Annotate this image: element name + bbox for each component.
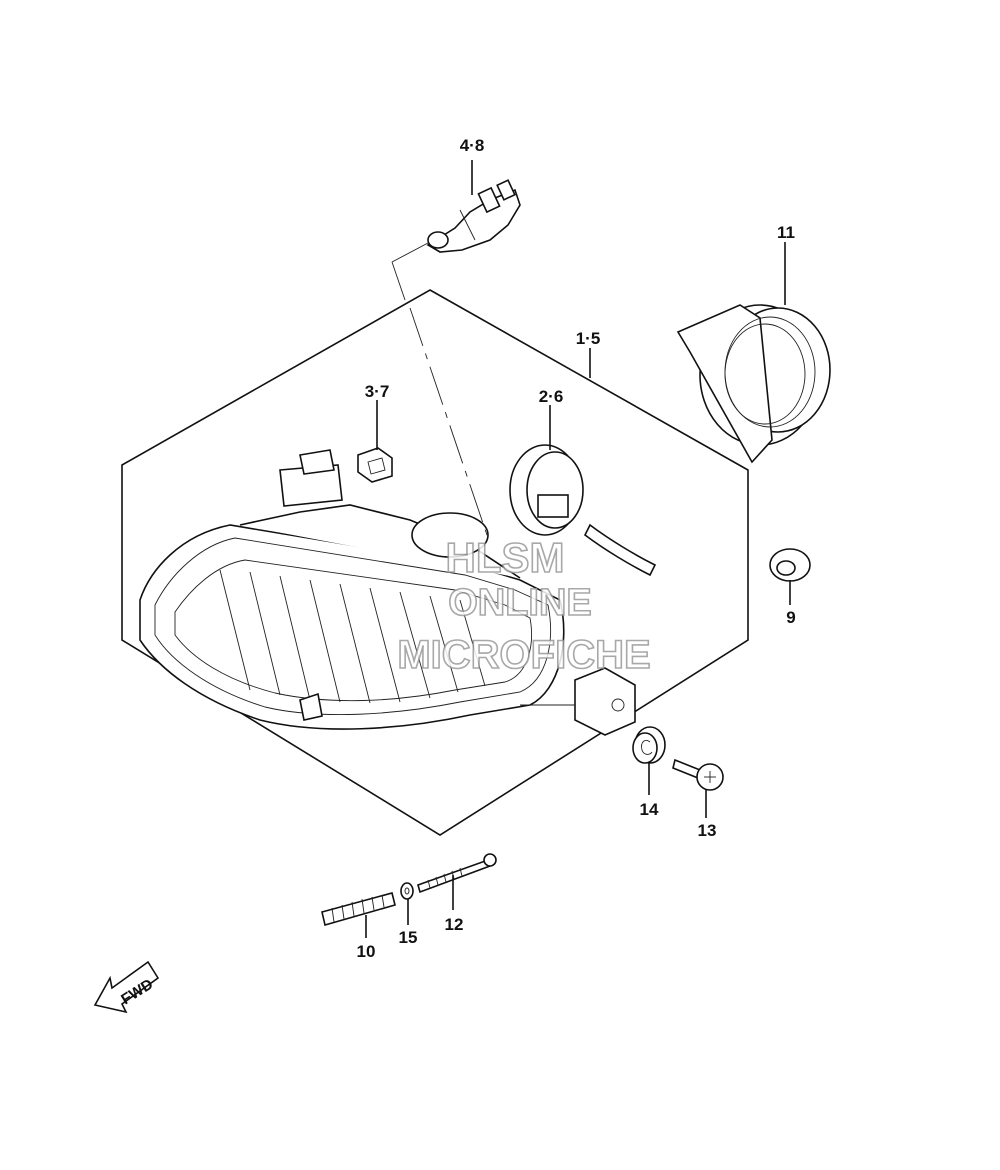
label-screw-13: 13 (698, 821, 717, 840)
spring[interactable] (321, 892, 396, 927)
label-screw-12: 12 (445, 915, 464, 934)
screw-12[interactable] (417, 853, 497, 894)
label-cover: 11 (777, 223, 795, 242)
label-socket: 2·6 (539, 387, 564, 406)
fwd-arrow: FWD (93, 960, 160, 1014)
grommet[interactable] (769, 548, 811, 582)
label-housing: 1·5 (576, 329, 601, 348)
label-clip: 3·7 (365, 382, 390, 401)
watermark: HLSM ONLINE MICROFICHE (397, 533, 652, 678)
washer[interactable] (400, 882, 414, 900)
clip[interactable] (357, 447, 393, 483)
watermark-line-2: ONLINE (448, 582, 592, 624)
label-grommet: 9 (786, 608, 795, 627)
bulb-leader-line-upper (391, 242, 429, 263)
watermark-line-1: HLSM (446, 534, 565, 581)
bulb-cover[interactable] (676, 304, 831, 464)
label-spring: 10 (357, 942, 376, 961)
label-cushion: 14 (640, 800, 659, 819)
bulb-leader-line (409, 307, 489, 539)
assembly-outline (121, 289, 749, 836)
bulb-leader-line-mid (391, 261, 406, 301)
cushion[interactable] (632, 726, 666, 764)
bulb[interactable] (426, 179, 521, 253)
bulb-socket[interactable] (509, 444, 657, 577)
headlamp-housing[interactable] (139, 449, 636, 736)
screw-13[interactable] (672, 758, 724, 791)
label-washer: 15 (399, 928, 418, 947)
watermark-line-3: MICROFICHE (397, 633, 650, 677)
label-bulb: 4·8 (460, 136, 485, 155)
